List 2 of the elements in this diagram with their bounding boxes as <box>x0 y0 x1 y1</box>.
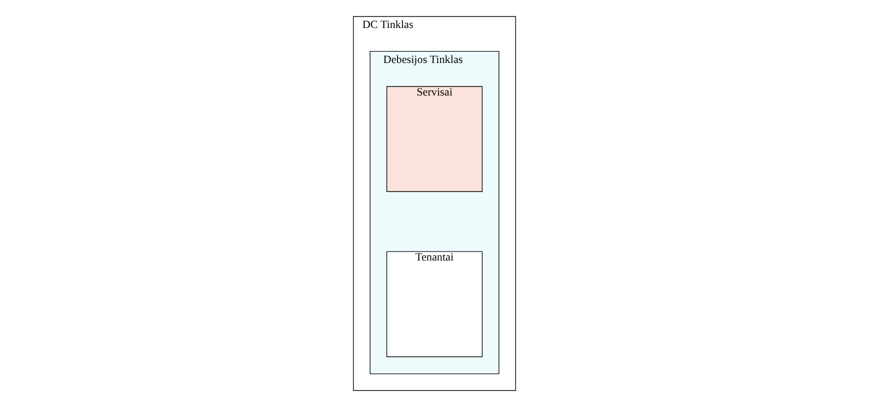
node-box: Servisai <box>386 86 483 192</box>
node-box: Tenantai <box>386 251 483 358</box>
